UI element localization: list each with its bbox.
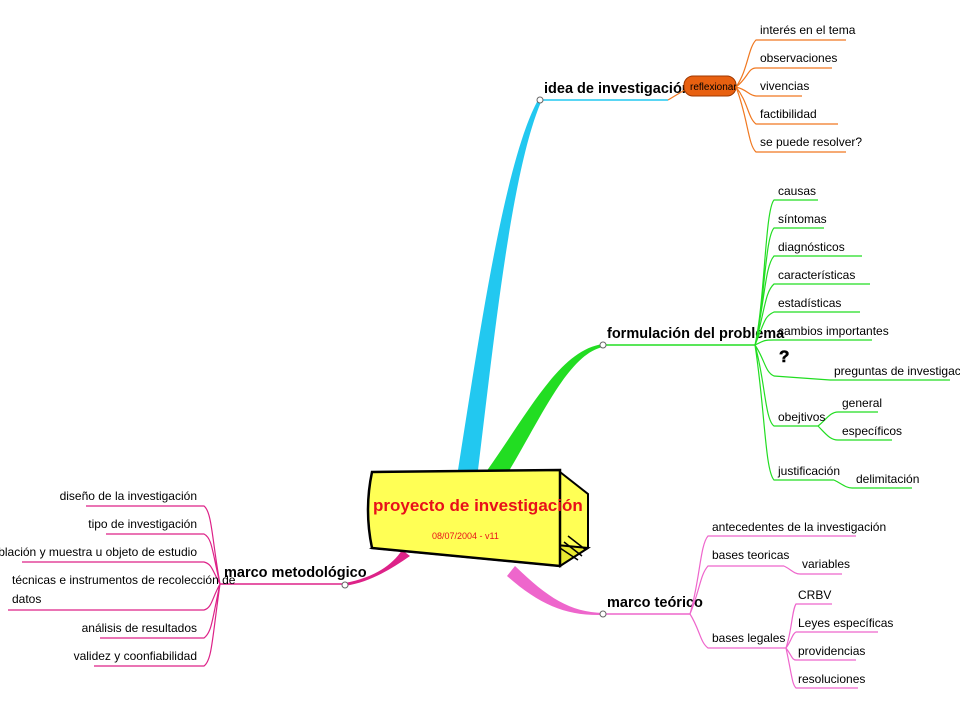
central-node[interactable]: proyecto de investigación 08/07/2004 - v… — [366, 468, 591, 568]
idea-item-interes[interactable]: interés en el tema — [760, 23, 856, 37]
legales-item-resoluciones[interactable]: resoluciones — [798, 672, 865, 686]
svg-text:?: ? — [779, 347, 789, 366]
reflexionar-tag[interactable]: reflexionar — [683, 75, 737, 97]
formulacion-item-caracteristicas[interactable]: características — [778, 268, 855, 282]
reflexionar-tag-label: reflexionar — [690, 82, 737, 93]
metodologico-item-tipo[interactable]: tipo de investigación — [88, 517, 197, 531]
central-node-face — [366, 468, 562, 568]
objetivos-item-general[interactable]: general — [842, 396, 882, 410]
formulacion-delimitacion[interactable]: delimitación — [856, 472, 919, 486]
formulacion-item-sintomas[interactable]: síntomas — [778, 212, 827, 226]
branch-idea-label[interactable]: idea de investigación — [544, 81, 691, 97]
formulacion-item-causas[interactable]: causas — [778, 184, 816, 198]
teorico-bases-legales[interactable]: bases legales — [712, 631, 785, 645]
metodologico-item-diseno[interactable]: diseño de la investigación — [60, 489, 197, 503]
branch-formulacion-node[interactable] — [599, 341, 607, 349]
teorico-subbranch-lines — [689, 535, 878, 689]
branch-idea-connector — [458, 100, 541, 470]
branch-metodologico-node[interactable] — [341, 581, 349, 589]
idea-item-observaciones[interactable]: observaciones — [760, 51, 837, 65]
formulacion-subbranch-lines — [754, 199, 950, 489]
metodologico-item-analisis[interactable]: análisis de resultados — [82, 621, 197, 635]
idea-item-factibilidad[interactable]: factibilidad — [760, 107, 817, 121]
branch-formulacion-label[interactable]: formulación del problema — [607, 326, 785, 342]
teorico-antecedentes[interactable]: antecedentes de la investigación — [712, 520, 886, 534]
branch-teorico-label[interactable]: marco teórico — [607, 595, 703, 611]
question-mark-icon: ? — [779, 347, 790, 367]
formulacion-item-estadisticas[interactable]: estadísticas — [778, 296, 841, 310]
metodologico-subbranch-lines — [8, 505, 221, 667]
metodologico-item-tecnicas-cont[interactable]: datos — [12, 592, 41, 606]
branch-formulacion-connector — [486, 344, 603, 476]
formulacion-objetivos[interactable]: obejtivos — [778, 410, 825, 424]
idea-item-resolver[interactable]: se puede resolver? — [760, 135, 862, 149]
metodologico-item-tecnicas[interactable]: técnicas e instrumentos de recolección d… — [12, 573, 236, 587]
central-subtitle: 08/07/2004 - v11 — [432, 531, 499, 541]
branch-teorico-connector — [507, 566, 603, 616]
teorico-bases-teoricas[interactable]: bases teoricas — [712, 548, 789, 562]
legales-item-crbv[interactable]: CRBV — [798, 588, 831, 602]
branch-metodologico-label[interactable]: marco metodológico — [224, 565, 367, 581]
central-node-corner-lines — [559, 535, 587, 561]
branch-metodologico-connector — [345, 550, 410, 586]
idea-subbranch-lines — [735, 39, 846, 153]
formulacion-item-cambios[interactable]: cambios importantes — [778, 324, 889, 338]
branch-teorico-node[interactable] — [599, 610, 607, 618]
formulacion-justificacion[interactable]: justificación — [777, 464, 840, 478]
branch-idea-node[interactable] — [536, 96, 544, 104]
formulacion-preguntas[interactable]: preguntas de investigación — [834, 364, 960, 378]
objetivos-item-especificos[interactable]: específicos — [842, 424, 902, 438]
idea-item-vivencias[interactable]: vivencias — [760, 79, 809, 93]
metodologico-item-validez[interactable]: validez y coonfiabilidad — [74, 649, 197, 663]
teorico-variables[interactable]: variables — [802, 557, 850, 571]
metodologico-item-poblacion[interactable]: población y muestra u objeto de estudio — [0, 545, 197, 559]
central-title: proyecto de investigación — [373, 496, 583, 515]
legales-item-leyes[interactable]: Leyes específicas — [798, 616, 893, 630]
formulacion-item-diagnosticos[interactable]: diagnósticos — [778, 240, 845, 254]
legales-item-providencias[interactable]: providencias — [798, 644, 865, 658]
